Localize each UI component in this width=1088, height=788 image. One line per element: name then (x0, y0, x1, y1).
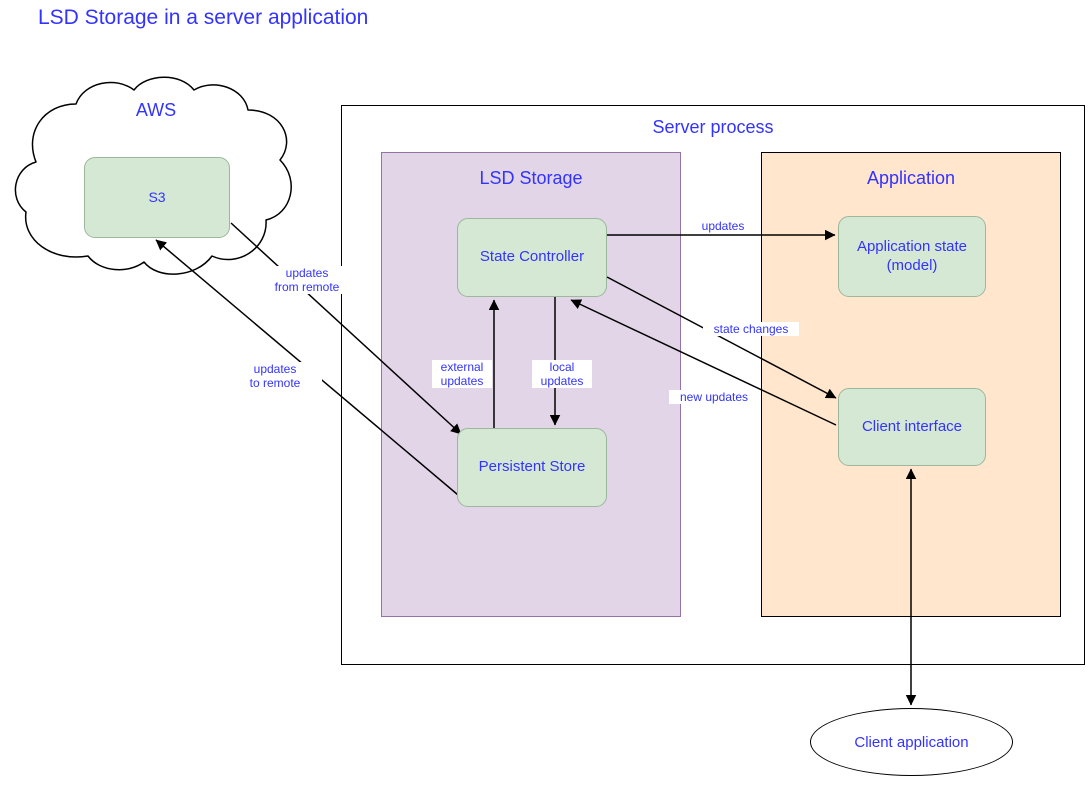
server-process-label: Server process (652, 117, 774, 137)
page-title: LSD Storage in a server application (38, 6, 369, 29)
node-client-interface[interactable]: Client interface (838, 388, 986, 466)
node-persistent-store[interactable]: Persistent Store (457, 428, 607, 507)
node-application-state[interactable]: Application state (model) (838, 216, 986, 297)
node-client-application[interactable]: Client application (810, 708, 1013, 776)
edge-label-updates-to-remote: updates to remote (228, 362, 322, 391)
application-label: Application (866, 168, 956, 188)
edge-label-updates: updates (693, 219, 753, 234)
node-s3[interactable]: S3 (84, 157, 230, 238)
node-application-state-label: Application state (model) (856, 237, 968, 274)
edge-label-new-updates: new updates (669, 390, 759, 405)
lsd-storage-label: LSD Storage (479, 168, 583, 188)
cloud-label: AWS (135, 100, 177, 120)
edge-label-updates-from-remote: updates from remote (258, 266, 356, 295)
edge-label-state-changes: state changes (703, 322, 799, 337)
edge-label-external-updates: external updates (432, 360, 492, 389)
node-state-controller-label: State Controller (479, 248, 585, 266)
node-state-controller[interactable]: State Controller (457, 218, 607, 297)
edge-label-local-updates: local updates (532, 360, 592, 389)
node-client-interface-label: Client interface (861, 417, 963, 435)
node-persistent-store-label: Persistent Store (478, 458, 586, 476)
node-s3-label: S3 (148, 188, 166, 205)
node-client-application-label: Client application (854, 733, 969, 751)
